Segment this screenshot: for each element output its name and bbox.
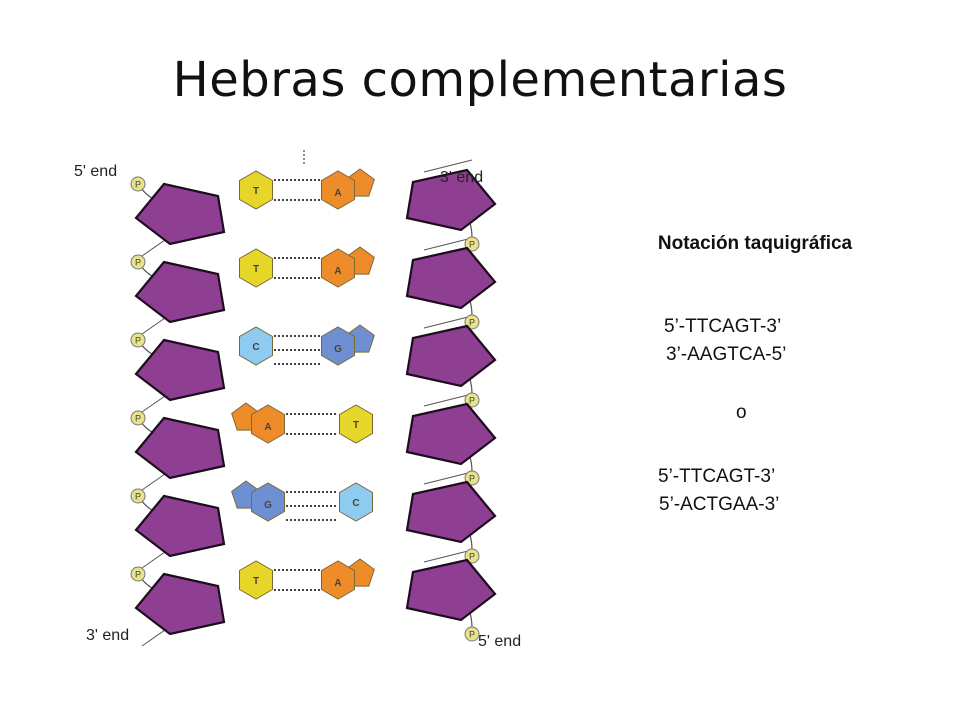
phosphate-right-4 [464, 548, 480, 564]
right-backbone-diag-1 [423, 237, 473, 251]
phosphate-right-3 [464, 470, 480, 486]
base-right-0 [321, 170, 355, 210]
phosphate-right-5-label: P [469, 630, 475, 640]
end-label-bottom-right: 5' end [478, 633, 521, 650]
separator-o: o [736, 402, 747, 423]
sugar-right-2 [405, 324, 497, 388]
sugar-left-5 [134, 572, 226, 636]
phosphate-left-5 [130, 566, 146, 582]
base-right-3 [339, 404, 373, 444]
phosphate-left-2-label: P [135, 336, 141, 346]
sequence-pair1-top: 5’-TTCAGT-3’ [664, 316, 782, 337]
right-backbone-diag-4 [423, 471, 473, 485]
sequence-pair1-bottom: 3’-AAGTCA-5’ [666, 344, 787, 365]
sugar-right-3 [405, 402, 497, 466]
base-right-2-letter: G [334, 344, 342, 355]
base-left-2-letter: C [252, 342, 259, 353]
phosphate-left-2 [130, 332, 146, 348]
phosphate-right-5 [464, 626, 480, 642]
phosphate-left-5-label: P [135, 570, 141, 580]
base-left-2 [239, 326, 273, 366]
base-left-3 [251, 404, 285, 444]
phosphate-right-2 [464, 392, 480, 408]
sugar-right-5 [405, 558, 497, 622]
sugar-left-4 [134, 494, 226, 558]
sugar-left-3 [134, 416, 226, 480]
end-label-bottom-left: 3' end [86, 627, 129, 644]
phosphate-right-0 [464, 236, 480, 252]
sugar-left-0 [134, 182, 226, 246]
phosphate-left-1-label: P [135, 258, 141, 268]
sugar-right-4 [405, 480, 497, 544]
base-right-0-letter: A [334, 188, 341, 199]
right-backbone-diag-2 [423, 315, 473, 329]
sugar-left-1 [134, 260, 226, 324]
base-right-2 [321, 326, 355, 366]
base-right-3-letter: T [353, 420, 359, 431]
phosphate-right-2-label: P [469, 396, 475, 406]
sequence-pair2-top: 5’-TTCAGT-3’ [658, 466, 776, 487]
notation-heading: Notación taquigráfica [657, 233, 853, 254]
phosphate-left-0-label: P [135, 180, 141, 190]
base-left-1 [239, 248, 273, 288]
phosphate-left-1 [130, 254, 146, 270]
base-left-4-letter: G [264, 500, 272, 511]
end-label-top-left: 5' end [74, 163, 117, 180]
right-backbone-diag-5 [423, 549, 473, 563]
phosphate-left-3-label: P [135, 414, 141, 424]
base-left-0 [239, 170, 273, 210]
base-right-5-letter: A [334, 578, 341, 589]
base-right-1 [321, 248, 355, 288]
base-left-0-letter: T [253, 186, 259, 197]
base-left-4 [251, 482, 285, 522]
phosphate-right-1 [464, 314, 480, 330]
right-backbone-diag-0 [423, 159, 473, 173]
phosphate-left-3 [130, 410, 146, 426]
base-right-4 [339, 482, 373, 522]
slide-title: Hebras complementarias [172, 52, 788, 108]
base-left-3-letter: A [264, 422, 271, 433]
phosphate-right-0-label: P [469, 240, 475, 250]
phosphate-right-3-label: P [469, 474, 475, 484]
right-backbone-diag-3 [423, 393, 473, 407]
base-right-1-letter: A [334, 266, 341, 277]
sugar-right-0 [405, 168, 497, 232]
dna-double-strand-diagram: P P T A P P T A P P C G P P A T P P G C P P T A 5' end 3' end 3… [74, 150, 521, 650]
base-left-5 [239, 560, 273, 600]
base-right-4-letter: C [352, 498, 359, 509]
sequence-pair2-bottom: 5’-ACTGAA-3’ [659, 494, 780, 515]
phosphate-left-4 [130, 488, 146, 504]
sugar-left-2 [134, 338, 226, 402]
phosphate-left-4-label: P [135, 492, 141, 502]
sugar-right-1 [405, 246, 497, 310]
end-label-top-right: 3' end [440, 169, 483, 186]
base-right-5 [321, 560, 355, 600]
phosphate-left-0 [130, 176, 146, 192]
phosphate-right-4-label: P [469, 552, 475, 562]
base-left-1-letter: T [253, 264, 259, 275]
base-left-5-letter: T [253, 576, 259, 587]
phosphate-right-1-label: P [469, 318, 475, 328]
